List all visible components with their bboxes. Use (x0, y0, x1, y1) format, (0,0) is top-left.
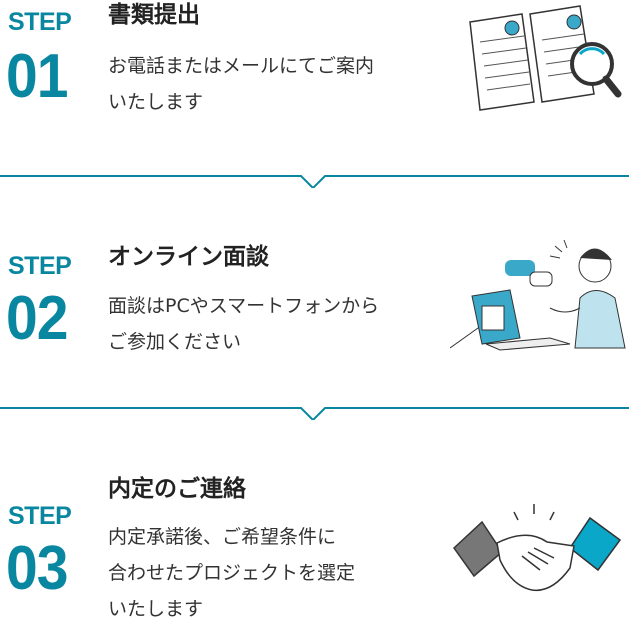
step-01: STEP 01 書類提出 お電話またはメールにてご案内 いたします (0, 0, 629, 170)
description-line: 内定承諾後、ご希望条件に (108, 526, 337, 548)
step-divider (0, 407, 629, 420)
step-number: 02 (6, 284, 69, 353)
handshake-icon (453, 504, 622, 592)
step-description: 面談はPCやスマートフォンから ご参加ください (108, 288, 379, 360)
step-title: 書類提出 (108, 2, 200, 28)
step-label: STEP (8, 502, 72, 530)
description-line: お電話またはメールにてご案内 (108, 55, 375, 77)
description-line: ご参加ください (108, 331, 242, 353)
step-02: STEP 02 オンライン面談 面談はPCやスマートフォンから ご参加ください (0, 188, 629, 408)
documents-magnifier-icon (469, 5, 622, 111)
description-line: 合わせたプロジェクトを選定 (108, 562, 356, 584)
step-title: 内定のご連絡 (108, 476, 246, 502)
description-line: いたします (108, 598, 204, 620)
online-interview-icon (450, 239, 626, 351)
step-title: オンライン面談 (108, 244, 269, 270)
step-description: 内定承諾後、ご希望条件に 合わせたプロジェクトを選定 いたします (108, 519, 355, 627)
description-line: 面談はPCやスマートフォンから (108, 295, 380, 317)
description-line: いたします (108, 91, 204, 113)
step-03: STEP 03 内定のご連絡 内定承諾後、ご希望条件に 合わせたプロジェクトを選… (0, 420, 629, 627)
step-description: お電話またはメールにてご案内 いたします (108, 48, 374, 120)
step-label: STEP (8, 8, 72, 36)
step-number: 03 (6, 534, 69, 603)
step-divider (0, 175, 629, 188)
step-label: STEP (8, 252, 72, 280)
step-number: 01 (6, 42, 69, 111)
